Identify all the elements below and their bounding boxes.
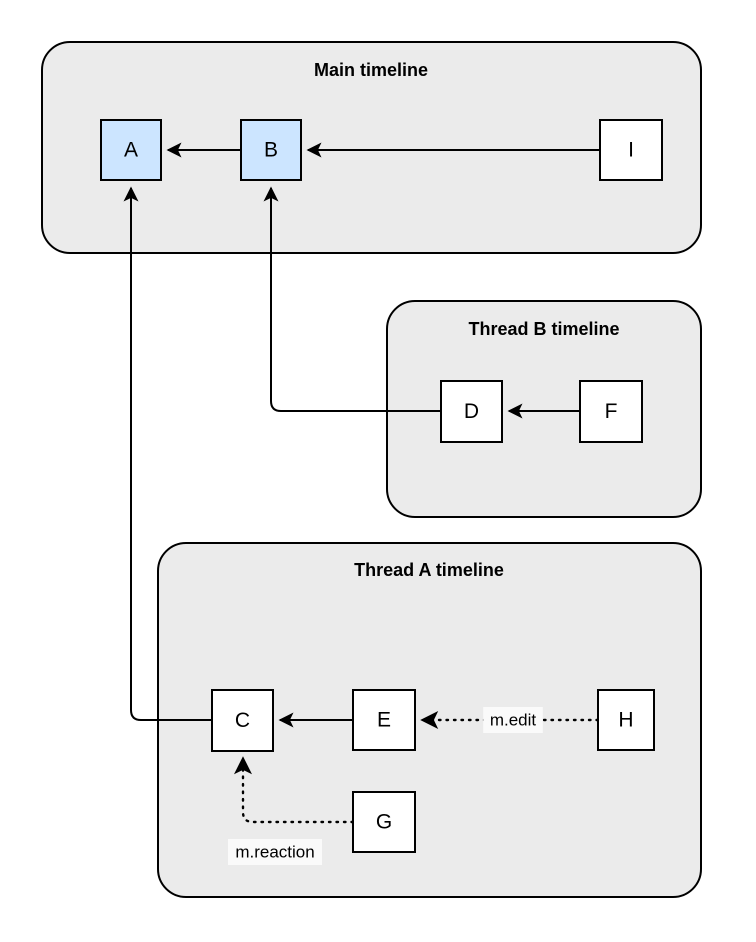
event-node-box[interactable] — [352, 791, 416, 853]
event-node-box[interactable] — [579, 380, 643, 443]
timeline-group-title: Thread A timeline — [354, 560, 504, 580]
event-node-box[interactable] — [240, 119, 302, 181]
event-node-label: I — [628, 139, 634, 162]
timeline-group-box — [386, 300, 702, 518]
event-node-G[interactable]: G — [352, 791, 416, 853]
event-node-H[interactable]: H — [597, 689, 655, 751]
edge-label-background — [483, 707, 543, 733]
event-node-label: B — [264, 139, 278, 162]
edge-D-to-B — [263, 186, 441, 412]
event-node-box[interactable] — [352, 689, 416, 751]
event-nodes-layer: A B I D F C E H G — [100, 119, 663, 853]
event-node-A[interactable]: A — [100, 119, 162, 181]
event-node-label: C — [235, 709, 250, 732]
event-node-box[interactable] — [597, 689, 655, 751]
event-node-E[interactable]: E — [352, 689, 416, 751]
edge-label-text: m.edit — [490, 710, 537, 729]
relation-labels-layer: m.edit m.reaction — [228, 707, 543, 865]
timeline-group-title: Thread B timeline — [468, 319, 619, 339]
timeline-group-box — [41, 41, 702, 254]
event-node-box[interactable] — [100, 119, 162, 181]
relation-edges-layer — [123, 142, 600, 824]
event-node-label: H — [618, 709, 633, 732]
event-node-label: G — [376, 811, 392, 834]
edge-G-to-C — [234, 756, 355, 824]
timeline-group-title: Main timeline — [314, 60, 428, 80]
event-node-D[interactable]: D — [440, 380, 503, 443]
event-node-box[interactable] — [440, 380, 503, 443]
edge-label-G-to-C: m.reaction — [228, 839, 322, 865]
event-node-C[interactable]: C — [211, 689, 274, 752]
timeline-group-main: Main timeline — [41, 41, 702, 254]
event-node-box[interactable] — [211, 689, 274, 752]
timeline-group-thread_b: Thread B timeline — [386, 300, 702, 518]
event-node-box[interactable] — [599, 119, 663, 181]
edge-C-to-A — [123, 186, 212, 721]
edge-label-text: m.reaction — [235, 842, 314, 861]
event-node-label: A — [124, 139, 138, 162]
event-node-F[interactable]: F — [579, 380, 643, 443]
event-node-label: E — [377, 709, 391, 732]
event-node-B[interactable]: B — [240, 119, 302, 181]
event-node-label: D — [464, 400, 479, 423]
edge-label-H-to-E: m.edit — [483, 707, 543, 733]
event-node-I[interactable]: I — [599, 119, 663, 181]
event-node-label: F — [605, 400, 618, 423]
edge-label-background — [228, 839, 322, 865]
